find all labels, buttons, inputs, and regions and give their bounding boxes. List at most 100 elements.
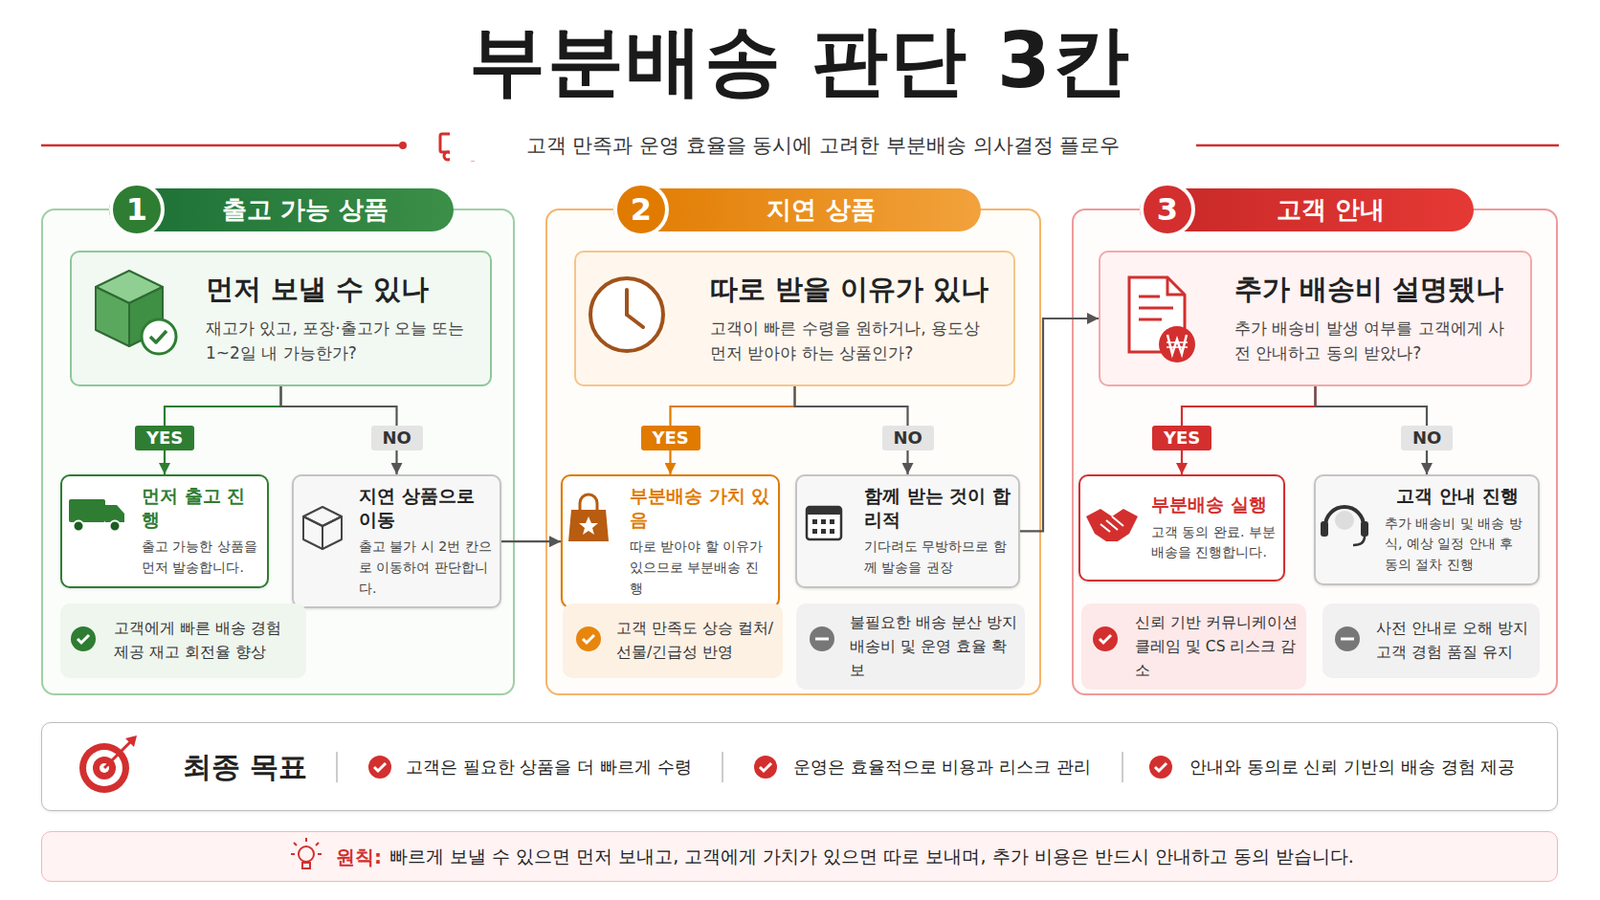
check-icon xyxy=(576,626,601,652)
principle-band: 원칙:빠르게 보낼 수 있으면 먼저 보내고, 고객에게 가치가 있으면 따로 … xyxy=(41,831,1558,883)
target-icon xyxy=(125,735,137,748)
benefit-text: 고객 만족도 상승 컬처/선물/긴급성 반영 xyxy=(616,617,776,666)
outcome-body: 기다려도 무방하므로 함께 발송을 권장 xyxy=(864,536,1011,578)
outcome-heading: 지연 상품으로 이동 xyxy=(358,484,492,532)
headset-icon xyxy=(1320,507,1369,546)
truck-icon xyxy=(110,521,121,533)
shopping-bag-icon xyxy=(579,494,598,511)
question-body: 고객이 빠른 수령을 원하거나, 용도상 먼저 받아야 하는 상품인가? xyxy=(710,315,999,367)
goal-check-icon xyxy=(374,763,386,772)
handshake-icon xyxy=(1086,509,1138,542)
shopping-bag-icon xyxy=(568,494,609,542)
benefit-box: 고객에게 빠른 배송 경험 제공 재고 회전율 향상 xyxy=(60,603,307,679)
check-icon xyxy=(1092,626,1118,652)
box-check-icon xyxy=(129,287,163,347)
outcome-body: 출고 불가 시 2번 칸으로 이동하여 판단합니다. xyxy=(358,536,492,600)
no-box: 지연 상품으로 이동출고 불가 시 2번 칸으로 이동하여 판단합니다. xyxy=(291,474,502,609)
connector xyxy=(164,386,282,475)
target-icon xyxy=(92,756,116,780)
clock-icon xyxy=(624,289,629,315)
calendar-icon xyxy=(821,529,826,534)
minus-icon xyxy=(809,626,835,652)
goal-check-icon xyxy=(1149,755,1173,779)
box-check-icon xyxy=(95,270,177,355)
question-box: 추가 배송비 설명됐나추가 배송비 발생 여부를 고객에게 사전 안내하고 동의… xyxy=(1098,250,1533,387)
invoice-icon xyxy=(1138,296,1174,320)
invoice-icon xyxy=(1167,334,1187,355)
invoice-icon xyxy=(1129,277,1185,353)
clock-icon xyxy=(590,278,664,352)
goal-separators xyxy=(336,752,1123,783)
question-heading: 추가 배송비 설명됐나 xyxy=(1234,271,1515,309)
headset-icon xyxy=(1320,521,1329,537)
box-check-icon xyxy=(95,270,163,304)
outcome-body: 출고 가능한 상품을 먼저 발송합니다. xyxy=(141,536,260,578)
connector xyxy=(1181,386,1316,475)
headset-icon xyxy=(1325,507,1364,527)
step-number: 2 xyxy=(613,181,669,238)
question-box: 따로 받을 이유가 있나고객이 빠른 수령을 원하거나, 용도상 먼저 받아야 … xyxy=(574,250,1016,387)
minus-icon xyxy=(1340,638,1355,642)
connector xyxy=(281,386,398,475)
goal-heading: 최종 목표 xyxy=(182,747,308,787)
invoice-icon xyxy=(1166,342,1188,348)
minus-icon xyxy=(809,626,1360,652)
handshake-icon xyxy=(1100,516,1124,533)
goal-item: 고객은 필요한 상품을 더 빠르게 수령 xyxy=(405,755,692,779)
truck-icon xyxy=(73,521,85,533)
header-rule xyxy=(1187,141,1196,150)
panel: 1출고 가능 상품먼저 보낼 수 있나재고가 있고, 포장·출고가 오늘 또는 … xyxy=(41,208,515,696)
header-rule xyxy=(1193,144,1559,148)
calendar-icon xyxy=(806,507,842,540)
step-number: 1 xyxy=(109,181,165,238)
target-icon xyxy=(104,741,132,769)
headset-icon xyxy=(1360,521,1369,537)
check-icon xyxy=(70,626,1118,652)
goal-item: 안내와 동의로 신뢰 기반의 배송 경험 제공 xyxy=(1189,755,1515,779)
benefit-text: 신뢰 기반 커뮤니케이션 클레임 및 CS 리스크 감소 xyxy=(1134,611,1299,683)
shopping-bag-icon xyxy=(568,510,609,542)
goal-band: 최종 목표고객은 필요한 상품을 더 빠르게 수령운영은 효율적으로 비용과 리… xyxy=(41,722,1558,812)
check-icon xyxy=(77,635,89,644)
box-check-icon xyxy=(141,319,177,355)
outcome-body: 추가 배송비 및 배송 방식, 예상 일정 안내 후 동의 절차 진행 xyxy=(1384,513,1531,577)
calendar-icon xyxy=(829,529,835,534)
check-icon xyxy=(582,635,595,644)
target-icon xyxy=(79,735,137,794)
shopping-bag-icon xyxy=(578,516,599,535)
goal-separators xyxy=(335,752,338,783)
no-box: 고객 안내 진행추가 배송비 및 배송 방식, 예상 일정 안내 후 동의 절차… xyxy=(1313,474,1540,586)
panel: 2지연 상품따로 받을 이유가 있나고객이 빠른 수령을 원하거나, 용도상 먼… xyxy=(545,208,1042,696)
invoice-icon xyxy=(1158,326,1196,363)
truck-icon xyxy=(468,152,477,160)
no-box: 함께 받는 것이 합리적기다려도 무방하므로 함께 발송을 권장 xyxy=(795,474,1021,589)
truck-icon xyxy=(440,133,482,160)
goal-check-icon xyxy=(754,755,778,779)
calendar-icon xyxy=(812,529,818,534)
truck-icon xyxy=(444,152,452,160)
truck-icon xyxy=(105,505,125,523)
target-icon xyxy=(79,743,130,794)
goal-check-icon xyxy=(368,755,392,779)
benefit-box: 신뢰 기반 커뮤니케이션 클레임 및 CS 리스크 감소 xyxy=(1081,603,1307,690)
truck-icon xyxy=(465,138,482,153)
headset-icon xyxy=(1353,536,1365,546)
header-rule xyxy=(399,141,407,150)
bulb-icon xyxy=(290,838,322,869)
target-icon xyxy=(86,750,123,787)
goal-check-icon xyxy=(1155,763,1167,772)
question-heading: 먼저 보낼 수 있나 xyxy=(205,271,475,309)
yes-box: 먼저 출고 진행출고 가능한 상품을 먼저 발송합니다. xyxy=(60,474,269,589)
connector xyxy=(795,386,909,475)
calendar-icon xyxy=(806,507,842,515)
benefit-box: 불필요한 배송 분산 방지 배송비 및 운영 효율 확보 xyxy=(796,603,1025,690)
connector xyxy=(1315,386,1428,475)
goal-check-icon xyxy=(368,755,1173,779)
headset-icon xyxy=(1334,511,1355,531)
branch-tag: YES xyxy=(641,425,701,451)
benefit-text: 사전 안내로 오해 방지 고객 경험 품질 유지 xyxy=(1376,617,1533,666)
benefit-box: 사전 안내로 오해 방지 고객 경험 품질 유지 xyxy=(1322,603,1540,679)
title: 부분배송 판단 3칸 xyxy=(0,17,1600,106)
minus-icon xyxy=(815,638,829,642)
